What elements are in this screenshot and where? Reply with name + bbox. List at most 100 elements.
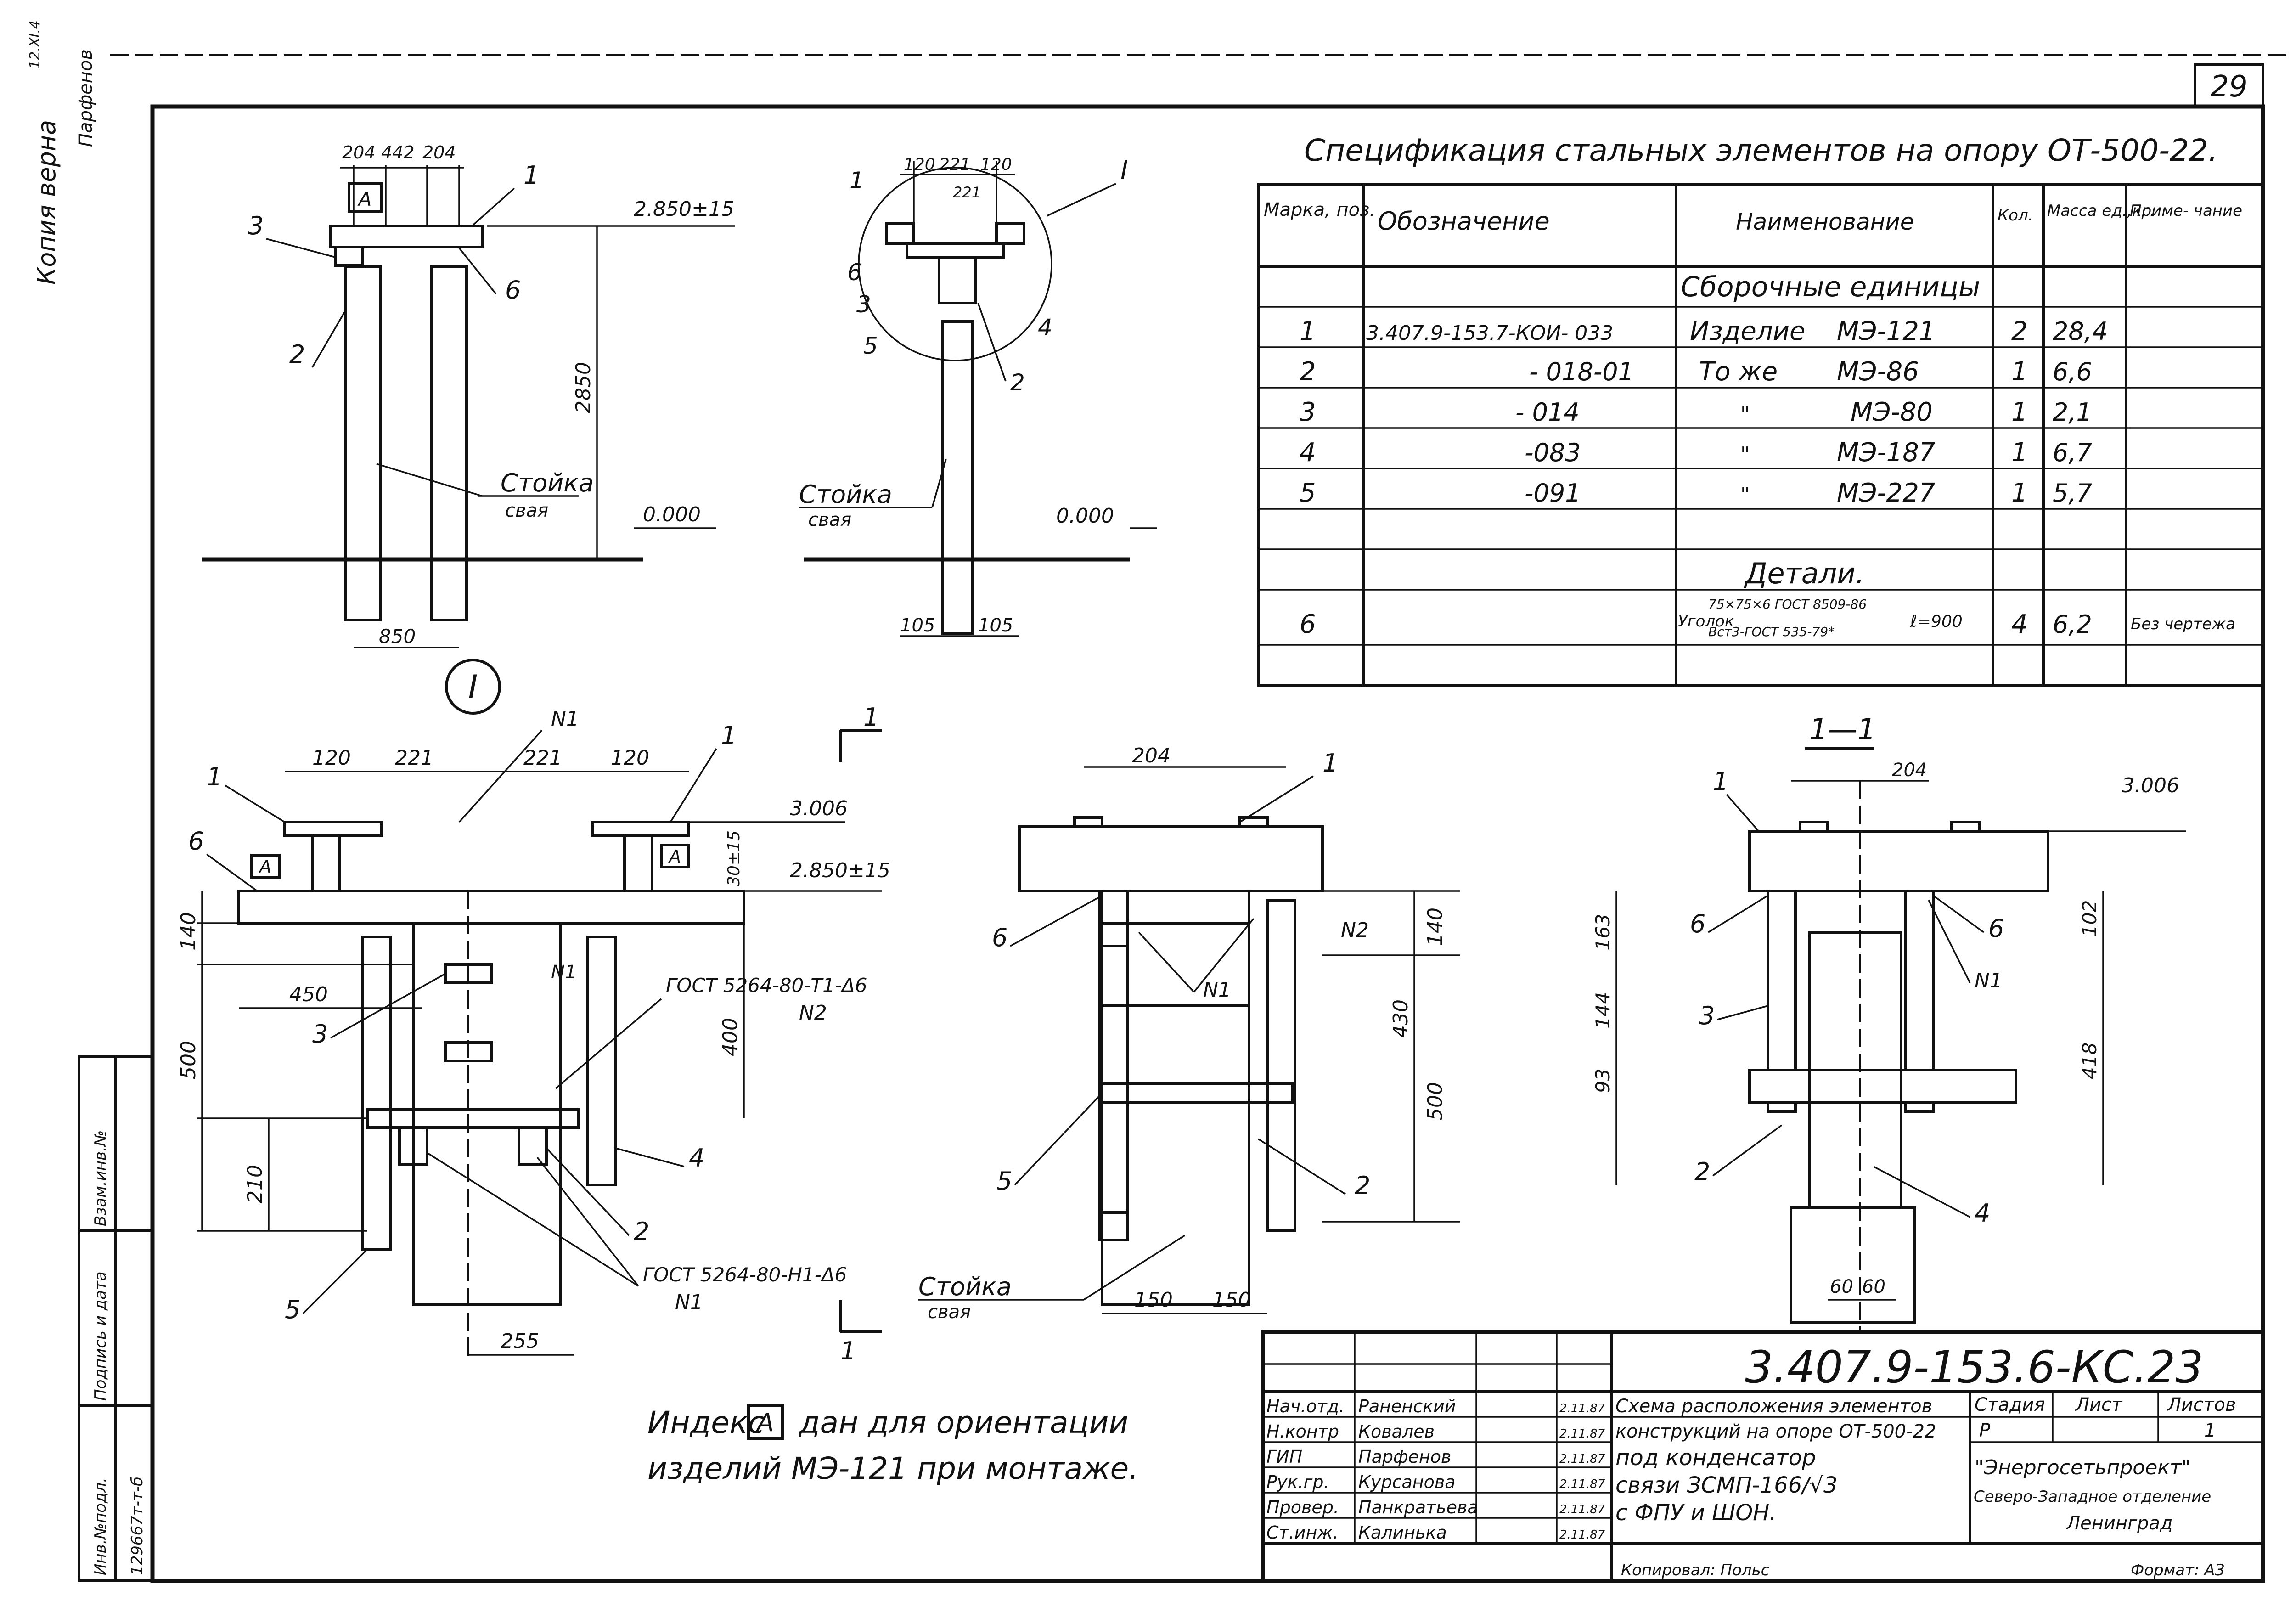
sheets-label: Листов [2167, 1394, 2236, 1415]
front-dim-2: 442 [381, 142, 415, 163]
row-2-mass: 6,6 [2053, 357, 2092, 386]
side-callout-4: 4 [1038, 314, 1052, 341]
note-line1-b: дан для ориентации [799, 1405, 1128, 1440]
row-2-name: То же [1699, 357, 1778, 387]
sd-callout-6: 6 [992, 923, 1007, 952]
side-label-pile: свая [808, 509, 851, 530]
title-line-2: конструкций на опоре ОТ-500-22 [1615, 1421, 1936, 1442]
spec-header-note: Приме- чание [2130, 202, 2242, 220]
detail-weld-n1-mid: N1 [551, 962, 576, 983]
sd-callout-5: 5 [996, 1167, 1012, 1195]
name-5: Панкратьева [1358, 1497, 1478, 1517]
detail-weld-n2: N2 [799, 1001, 827, 1025]
sec-dim-left-2: 144 [1592, 992, 1614, 1029]
title-line-4: связи ЗСМП-166/√3 [1615, 1472, 1838, 1498]
row-3-qty: 1 [2011, 397, 2028, 427]
row-2-code: МЭ-86 [1837, 357, 1919, 387]
table-row: 3 - 014 " МЭ-80 1 2,1 [1300, 397, 2092, 427]
spec-header-name: Наименование [1736, 209, 1914, 235]
sheet-frame: 29 [110, 54, 2287, 1583]
side-callout-1: 1 [850, 167, 864, 194]
stamp-replace-label: Взам.инв.№ [91, 1130, 110, 1226]
detail-section-mark-bottom: 1 [840, 1336, 856, 1365]
detail-index-right: А [668, 846, 681, 867]
row-6-qty: 4 [2011, 609, 2028, 639]
detail-level-mid: 2.850±15 [790, 859, 890, 882]
detail-dim-left-2: 450 [289, 983, 328, 1006]
sheet-label: Лист [2075, 1394, 2123, 1415]
sd-callout-1: 1 [1322, 749, 1338, 778]
date-3: 2.11.87 [1559, 1452, 1605, 1466]
row-3-mass: 2,1 [2053, 398, 2092, 427]
sd-dim-3: 500 [1424, 1082, 1447, 1121]
sheets-value: 1 [2204, 1420, 2216, 1441]
margin-note: Копия верна [32, 120, 61, 285]
date-2: 2.11.87 [1559, 1427, 1605, 1441]
front-level-ground: 0.000 [643, 503, 701, 526]
name-4: Курсанова [1358, 1472, 1456, 1492]
table-row: 1 3.407.9-153.7-КОИ- 033 Изделие МЭ-121 … [1300, 316, 2108, 346]
row-5-mass: 5,7 [2053, 479, 2092, 507]
detail-gap: 30±15 [725, 830, 743, 886]
spec-header-mark: Марка, поз. [1264, 199, 1375, 220]
side-dim-2: 221 [939, 155, 971, 174]
detail-dim-left-5: 400 [719, 1018, 742, 1056]
spec-section-details: Детали. [1744, 557, 1864, 590]
side-callout-5: 5 [863, 333, 878, 359]
detail-callout-2: 2 [634, 1217, 649, 1246]
copied-by: Копировал: Польс [1621, 1561, 1770, 1579]
margin-signature: Парфенов [75, 49, 96, 147]
front-label-post: Стойка [501, 468, 594, 497]
name-1: Раненский [1358, 1396, 1456, 1416]
detail-dim-top-4: 120 [611, 746, 649, 770]
side-dim-5: 105 [900, 615, 935, 636]
signature-row: Нач.отд. Раненский 2.11.87 [1266, 1396, 1605, 1416]
detail-weld-note-2: ГОСТ 5264-80-Н1-Δ6 [643, 1263, 847, 1286]
sd-dim-2: 430 [1389, 999, 1412, 1038]
title-line-5: с ФПУ и ШОН. [1615, 1500, 1776, 1526]
name-2: Ковалев [1358, 1421, 1435, 1442]
detail-dim-top-3: 221 [523, 746, 562, 770]
signature-row: Н.контр Ковалев 2.11.87 [1266, 1421, 1605, 1442]
note-line1-a: Индекс [647, 1405, 765, 1440]
detail-dim-bottom: 255 [501, 1330, 539, 1353]
sec-callout-6-right: 6 [1988, 914, 2004, 943]
signature-row: Рук.гр. Курсанова 2.11.87 [1266, 1472, 1605, 1492]
sec-callout-3: 3 [1699, 1001, 1715, 1030]
margin-certification: Копия верна Парфенов 12.ХI.4 [27, 20, 96, 285]
detail-dim-left-4: 210 [243, 1165, 267, 1203]
row-6-length: ℓ=900 [1910, 612, 1963, 631]
sec-dim-left-1: 163 [1592, 914, 1614, 951]
side-label-post: Стойка [799, 480, 892, 509]
sec-callout-1: 1 [1713, 767, 1728, 796]
stage-label: Стадия [1975, 1394, 2045, 1415]
row-1-designation: 3.407.9-153.7-КОИ- 033 [1366, 321, 1613, 345]
detail-index-left: А [258, 857, 271, 877]
row-4-qty: 1 [2011, 438, 2028, 468]
front-dim-width: 850 [379, 625, 416, 648]
spec-section-assembly: Сборочные единицы [1681, 271, 1980, 303]
sec-dim-left-3: 93 [1592, 1069, 1614, 1093]
name-3: Парфенов [1358, 1447, 1451, 1467]
side-detail-mark: I [1120, 156, 1128, 186]
front-dim-3: 204 [422, 142, 456, 163]
row-1-code: МЭ-121 [1837, 316, 1936, 346]
row-2-qty: 1 [2011, 357, 2028, 387]
row-4-designation: -083 [1525, 438, 1581, 467]
view-front-elevation: А 204 442 204 2.850±15 2850 0.000 850 Ст… [202, 142, 735, 648]
date-1: 2.11.87 [1559, 1402, 1605, 1415]
front-callout-2: 2 [289, 340, 305, 369]
left-stamp: Взам.инв.№ Подпись и дата Инв.№подл. 129… [78, 1055, 154, 1582]
row-6-name-line1: 75×75×6 ГОСТ 8509-86 [1708, 597, 1867, 612]
row-3-mark: 3 [1300, 397, 1316, 427]
front-label-pile: свая [505, 500, 548, 521]
sec-callout-4: 4 [1975, 1199, 1990, 1228]
row-5-code: МЭ-227 [1837, 478, 1936, 508]
row-1-mark: 1 [1300, 316, 1316, 346]
detail-callout-5: 5 [285, 1295, 300, 1324]
sd-callout-2: 2 [1355, 1171, 1370, 1200]
date-4: 2.11.87 [1559, 1477, 1605, 1491]
side-dim-3: 120 [980, 155, 1012, 174]
detail-dim-top-2: 221 [395, 746, 433, 770]
